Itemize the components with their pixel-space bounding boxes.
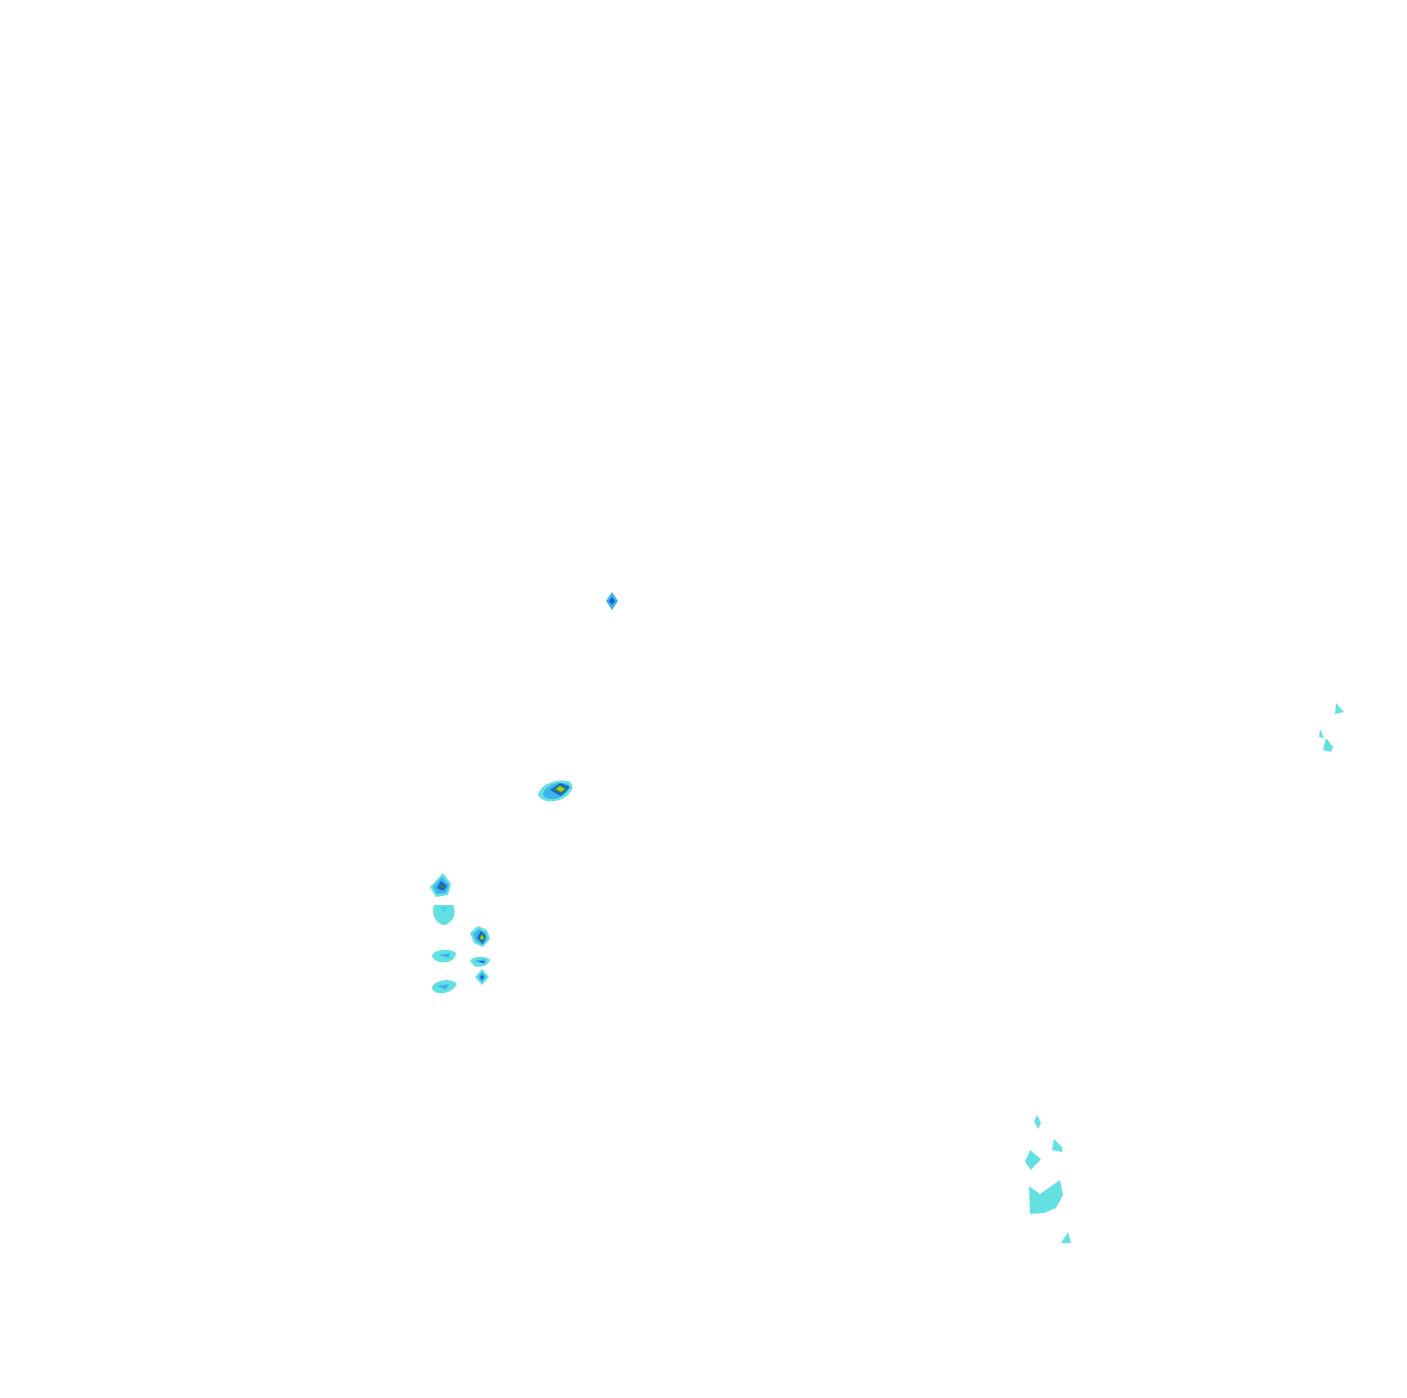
contour-level-1: [1335, 703, 1344, 714]
contour-level-3: [478, 961, 485, 963]
contour-blob: [470, 926, 490, 947]
contour-blob: [1052, 1139, 1062, 1152]
contour-level-1: [1025, 1150, 1041, 1170]
contour-blob: [432, 980, 457, 994]
contour-blob: [432, 949, 456, 963]
contour-blob: [1029, 1180, 1063, 1214]
contour-level-1: [1323, 738, 1333, 752]
contour-blob: [1034, 1115, 1041, 1129]
contour-level-1-inner: [440, 907, 448, 913]
contour-level-1: [1319, 729, 1324, 738]
contour-blob: [1335, 703, 1344, 714]
contour-level-3: [609, 597, 615, 605]
contour-level-1: [1052, 1139, 1062, 1152]
contour-level-4: [440, 884, 445, 889]
contour-blob: [606, 592, 618, 610]
contour-blob: [430, 873, 451, 897]
contour-level-1: [1061, 1232, 1071, 1243]
contour-blob: [1025, 1150, 1041, 1170]
contour-level-5: [480, 935, 484, 940]
contour-level-1: [1034, 1115, 1041, 1129]
contour-level-2: [439, 953, 450, 958]
contour-level-1: [1029, 1180, 1063, 1214]
contour-level-5: [556, 786, 565, 792]
contour-blob: [1319, 729, 1324, 738]
contour-level-2: [437, 984, 449, 990]
contour-blob: [475, 969, 489, 985]
contour-level-1: [433, 905, 455, 925]
contour-blob: [433, 905, 455, 925]
contour-blob: [1323, 738, 1333, 752]
contour-blob: [470, 956, 490, 967]
contour-blob: [538, 780, 573, 802]
contour-blob: [1061, 1232, 1071, 1243]
contour-level-3: [480, 975, 484, 980]
